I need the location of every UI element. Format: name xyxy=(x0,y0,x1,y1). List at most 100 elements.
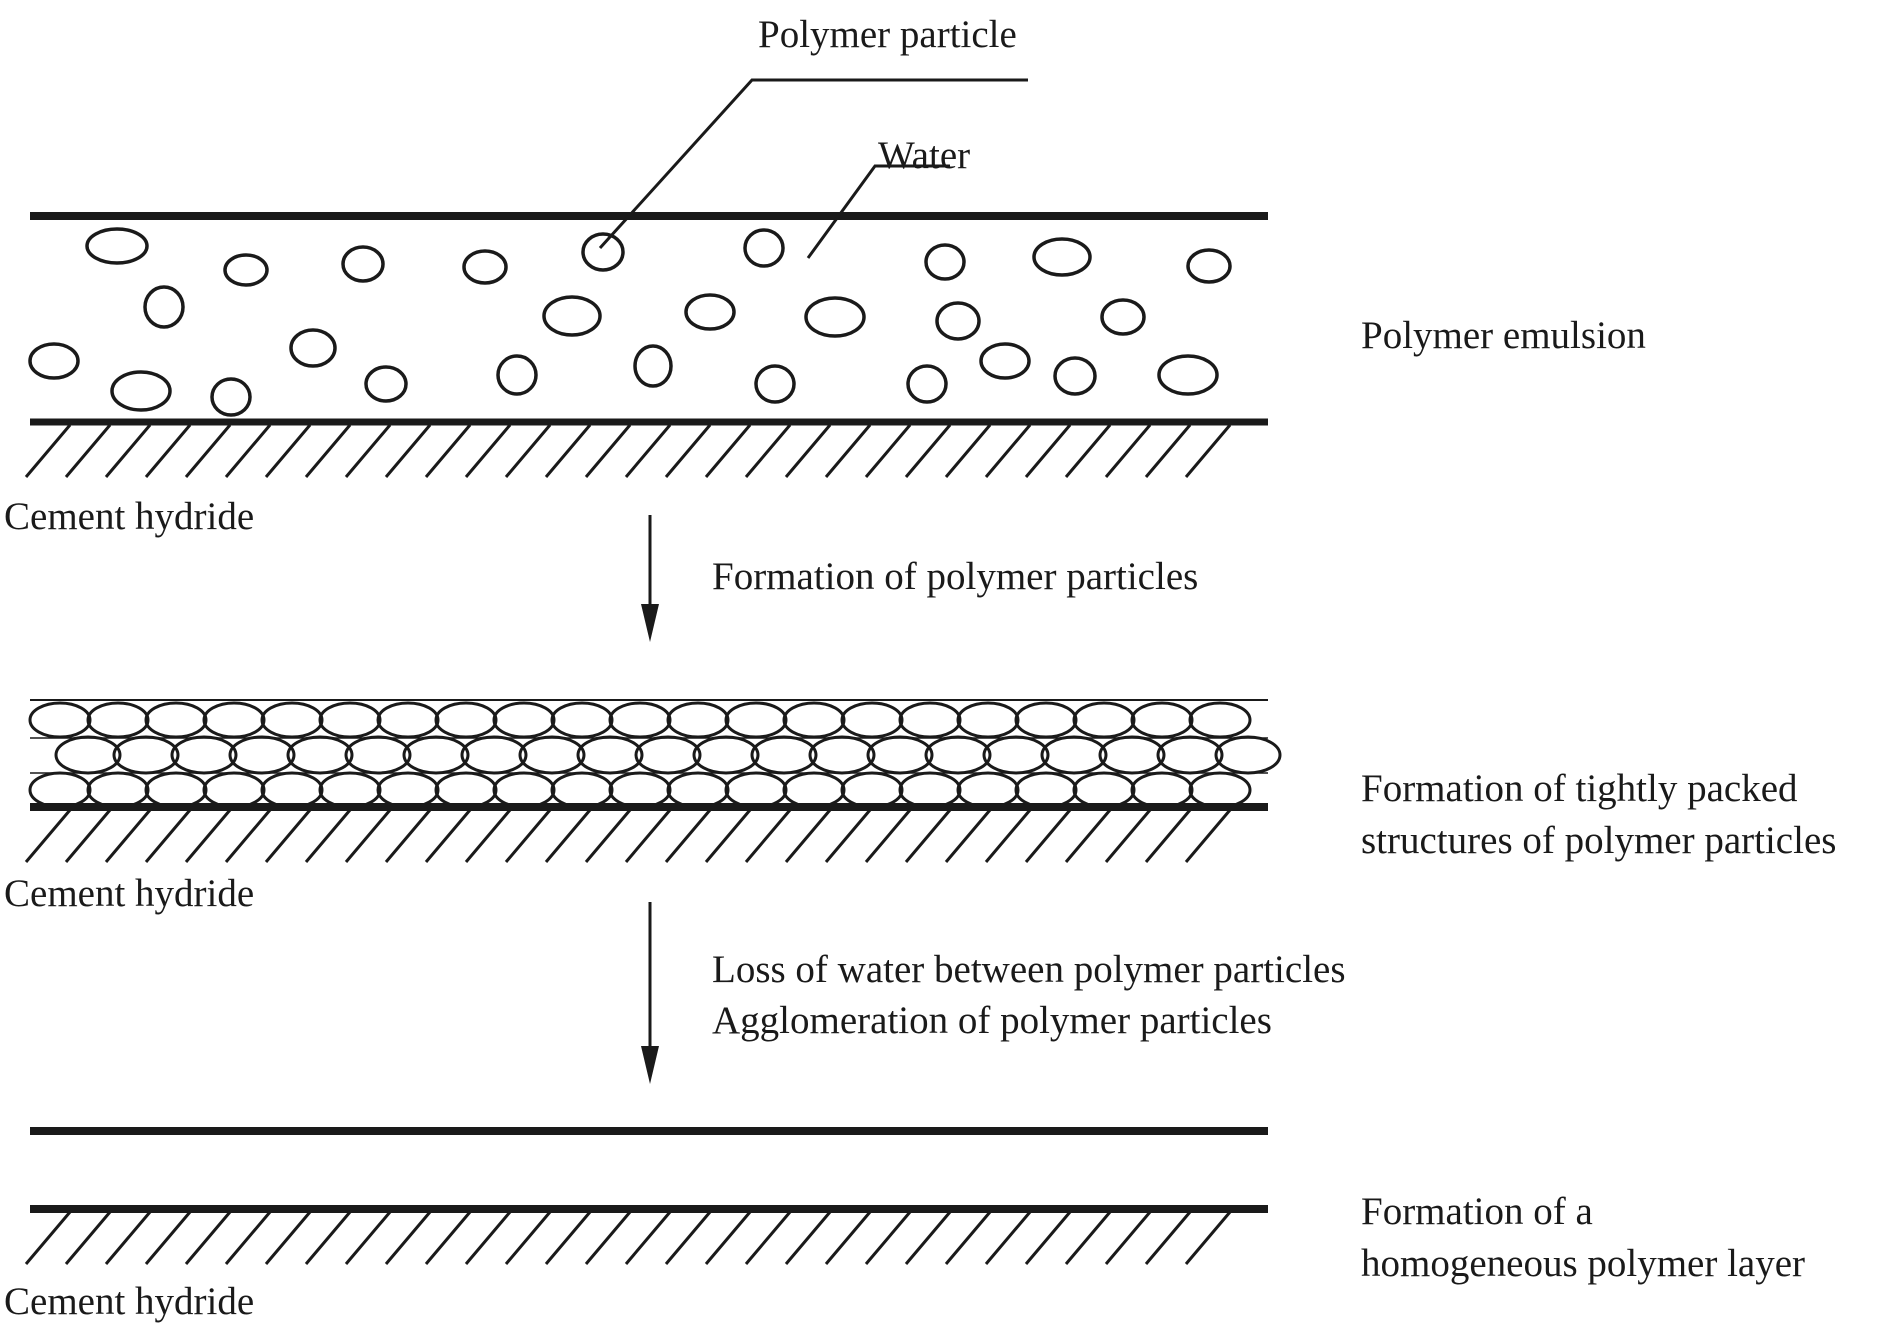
packed-particle xyxy=(1188,701,1252,739)
hatch-stroke xyxy=(1024,809,1072,863)
hatch-stroke xyxy=(424,424,472,478)
hatch-stroke xyxy=(144,809,192,863)
polymer-particle xyxy=(1186,248,1232,284)
hatch-stroke xyxy=(1184,1211,1232,1265)
hatch-stroke xyxy=(984,809,1032,863)
hatch-stroke xyxy=(664,1211,712,1265)
packed-particle xyxy=(1130,771,1194,809)
process-arrow-2 xyxy=(641,902,659,1084)
hatch-stroke xyxy=(144,424,192,478)
packed-particle xyxy=(518,735,586,775)
polymer-particle xyxy=(1032,237,1092,277)
hatch-stroke xyxy=(704,424,752,478)
label-step-agglomeration: Agglomeration of polymer particles xyxy=(712,999,1272,1042)
packed-particle xyxy=(460,735,528,775)
hatch-stroke xyxy=(984,424,1032,478)
substrate-hatching xyxy=(24,424,1232,478)
packed-particle xyxy=(318,771,382,809)
hatch-stroke xyxy=(464,1211,512,1265)
hatch-stroke xyxy=(64,809,112,863)
hatch-stroke xyxy=(1184,424,1232,478)
hatch-stroke xyxy=(304,809,352,863)
polymer-particle xyxy=(804,296,866,338)
polymer-particle xyxy=(684,293,736,331)
packed-particle xyxy=(202,771,266,809)
label-substrate-2: Cement hydride xyxy=(4,872,255,915)
hatch-stroke xyxy=(864,809,912,863)
packed-particle xyxy=(54,735,122,775)
packed-particle xyxy=(840,701,904,739)
hatch-stroke xyxy=(704,809,752,863)
hatch-stroke xyxy=(584,424,632,478)
packed-particle xyxy=(86,771,150,809)
label-substrate-1: Cement hydride xyxy=(4,495,255,538)
packed-particle xyxy=(782,701,846,739)
packed-particle xyxy=(28,701,92,739)
hatch-stroke xyxy=(224,809,272,863)
packed-particle xyxy=(492,701,556,739)
hatch-stroke xyxy=(384,424,432,478)
label-homogeneous-line1: Formation of a xyxy=(1361,1190,1593,1233)
hatch-stroke xyxy=(464,809,512,863)
hatch-stroke xyxy=(984,1211,1032,1265)
packed-particle xyxy=(144,771,208,809)
hatch-stroke xyxy=(544,809,592,863)
packed-particle xyxy=(666,771,730,809)
hatch-stroke xyxy=(264,809,312,863)
polymer-particle xyxy=(289,328,337,368)
substrate-hatching xyxy=(24,1211,1232,1265)
packed-particle xyxy=(956,701,1020,739)
hatch-stroke xyxy=(424,1211,472,1265)
polymer-particle xyxy=(1053,356,1097,396)
hatch-stroke xyxy=(1184,809,1232,863)
hatch-stroke xyxy=(864,424,912,478)
packed-polymer-particles xyxy=(28,699,1282,809)
packed-particle xyxy=(228,735,296,775)
polymer-particle xyxy=(633,344,673,388)
label-homogeneous-line2: homogeneous polymer layer xyxy=(1361,1242,1806,1285)
hatch-stroke xyxy=(1144,424,1192,478)
label-step-water-loss: Loss of water between polymer particles xyxy=(712,948,1346,991)
hatch-stroke xyxy=(184,424,232,478)
hatch-stroke xyxy=(544,424,592,478)
packed-particle xyxy=(434,701,498,739)
polymer-particle xyxy=(754,364,796,404)
polymer-particle xyxy=(341,245,385,283)
hatch-stroke xyxy=(1064,809,1112,863)
polymer-particle xyxy=(364,365,408,403)
packed-particle xyxy=(202,701,266,739)
packed-particle xyxy=(1130,701,1194,739)
hatch-stroke xyxy=(1104,424,1152,478)
polymer-particle xyxy=(743,228,785,268)
label-polymer-emulsion: Polymer emulsion xyxy=(1361,314,1646,357)
label-substrate-3: Cement hydride xyxy=(4,1280,255,1323)
packed-particle xyxy=(608,771,672,809)
hatch-stroke xyxy=(784,809,832,863)
packed-particle xyxy=(956,771,1020,809)
packed-particle xyxy=(1014,701,1078,739)
hatch-stroke xyxy=(504,424,552,478)
hatch-stroke xyxy=(104,809,152,863)
packed-particle xyxy=(144,701,208,739)
packed-particle xyxy=(550,771,614,809)
hatch-stroke xyxy=(224,424,272,478)
hatch-stroke xyxy=(1144,809,1192,863)
packed-particle xyxy=(808,735,876,775)
hatch-stroke xyxy=(944,809,992,863)
polymer-particle xyxy=(1157,354,1219,396)
packed-particle xyxy=(260,771,324,809)
hatch-stroke xyxy=(104,1211,152,1265)
packed-particle xyxy=(1188,771,1252,809)
polymer-particle xyxy=(110,370,172,412)
substrate-hatching xyxy=(24,809,1232,863)
hatch-stroke xyxy=(864,1211,912,1265)
packed-particle xyxy=(1214,735,1282,775)
hatch-stroke xyxy=(624,1211,672,1265)
hatch-stroke xyxy=(744,809,792,863)
packed-particle xyxy=(898,771,962,809)
label-polymer-particle: Polymer particle xyxy=(758,13,1017,56)
hatch-stroke xyxy=(464,424,512,478)
label-step-formation: Formation of polymer particles xyxy=(712,555,1199,598)
hatch-stroke xyxy=(824,809,872,863)
